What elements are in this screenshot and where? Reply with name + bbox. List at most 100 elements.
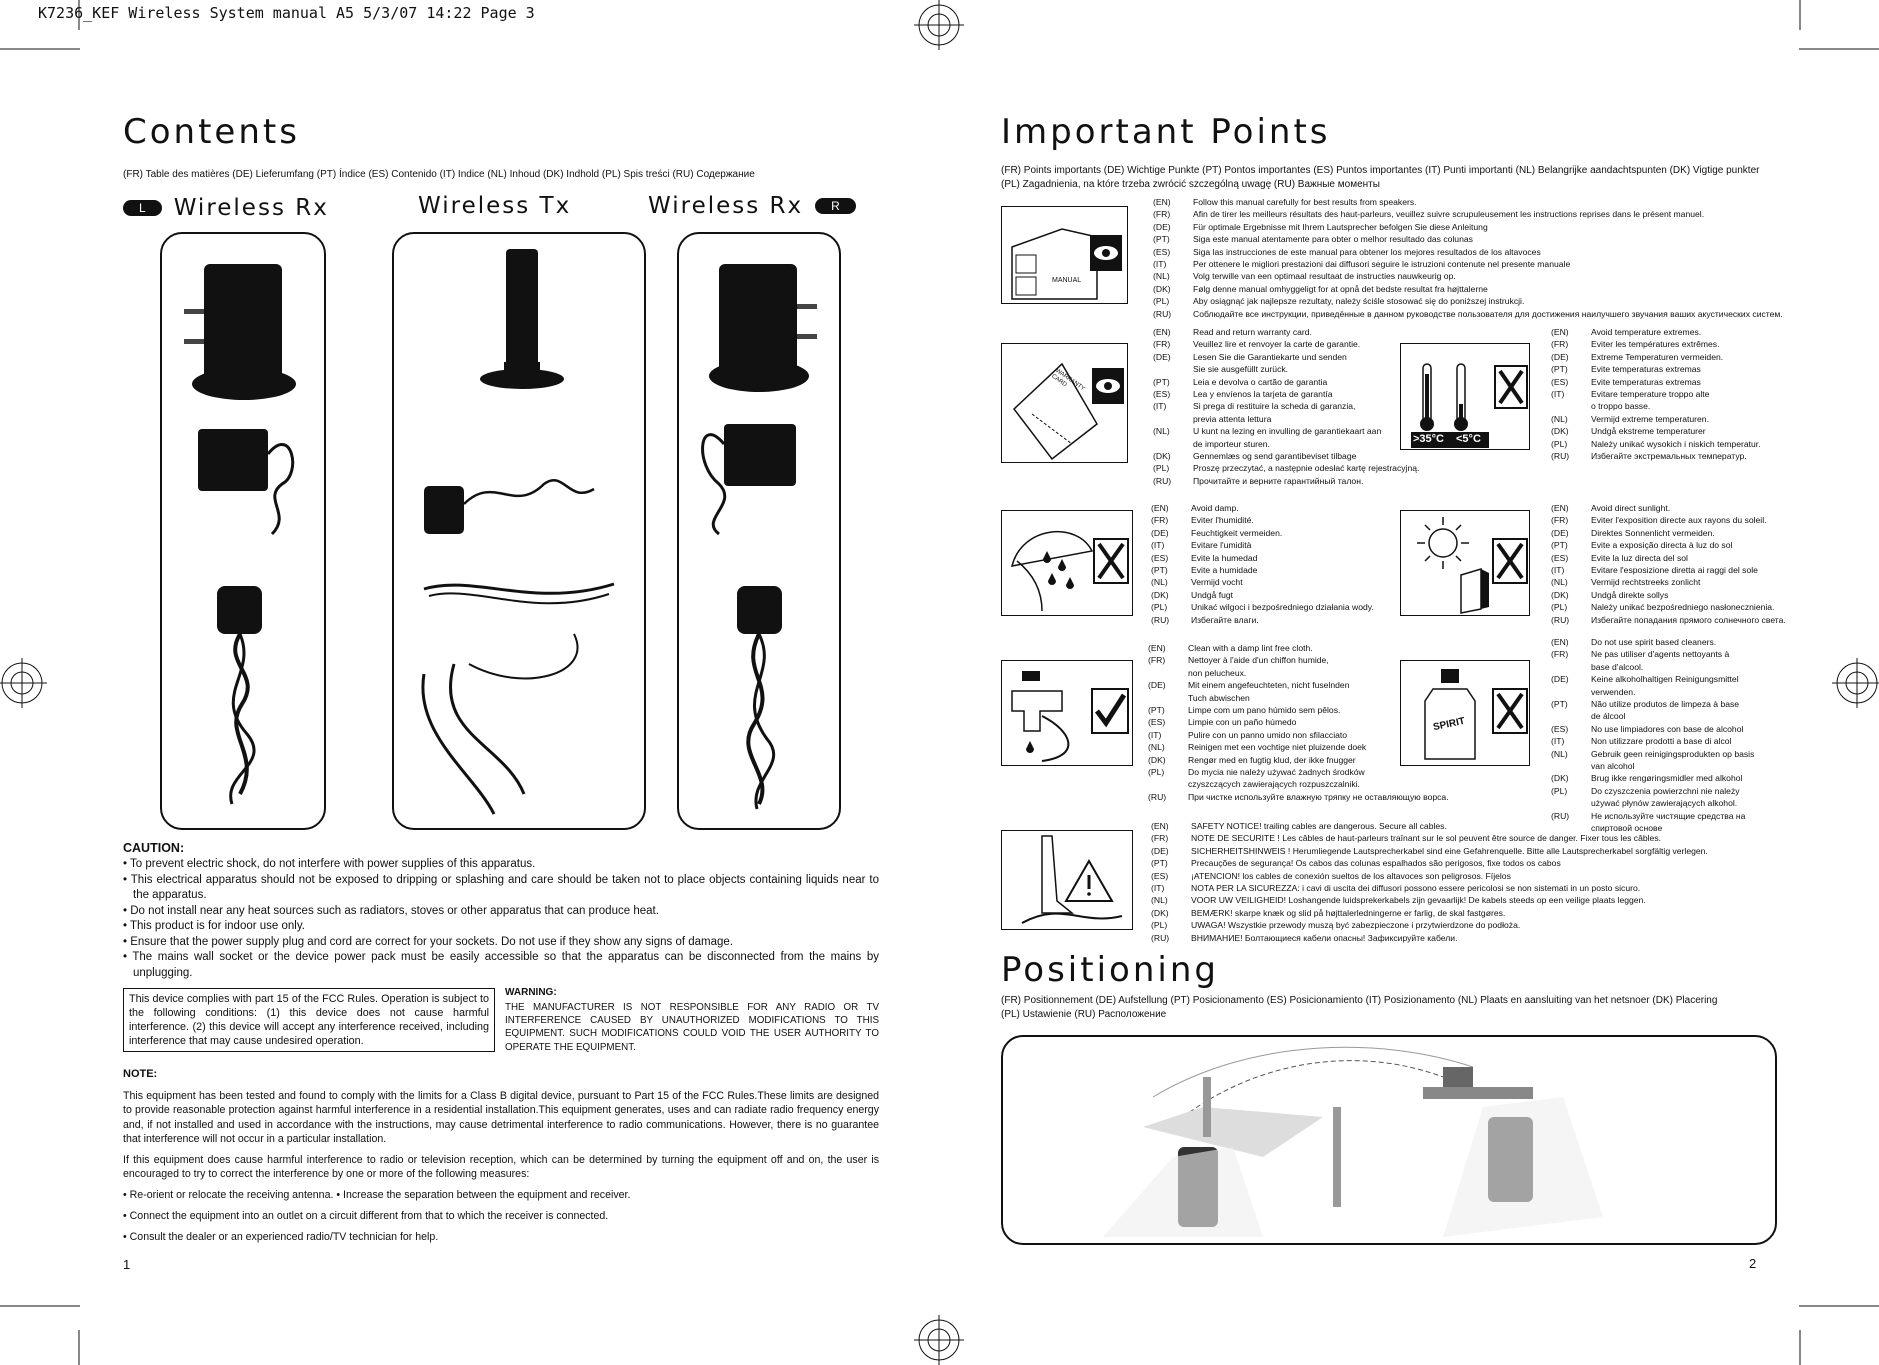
instruction-text: Lea y envíenos la tarjeta de garantía: [1193, 389, 1333, 400]
language-row: (RU)Избегайте экстремальных температур.: [1551, 450, 1761, 462]
power-pack: [198, 429, 268, 491]
language-code: (DK): [1148, 754, 1166, 765]
warning-title: WARNING:: [505, 987, 557, 998]
language-code: (ES): [1151, 870, 1169, 881]
language-code: (FR): [1151, 515, 1169, 526]
language-row: (DK) Rengør med en fugtig klud, der ikke …: [1148, 754, 1449, 766]
rx-left-items-illustration: [184, 264, 296, 805]
language-code: (EN): [1153, 197, 1171, 207]
positioning-title: Positioning: [1001, 950, 1219, 990]
instruction-text: Evite temperaturas extremas: [1591, 364, 1701, 375]
language-code: (DE): [1551, 351, 1569, 362]
language-code: (DK): [1551, 589, 1569, 600]
trailing-cable-warning-icon: [1001, 830, 1133, 930]
language-row: (RU)Не используйте чистящие средства на: [1551, 810, 1754, 822]
instruction-text: Evitare l'umidità: [1191, 540, 1252, 551]
language-code: (IT): [1153, 401, 1167, 412]
instruction-text: Avoid temperature extremes.: [1591, 327, 1702, 337]
caution-item: • To prevent electric shock, do not inte…: [123, 858, 536, 870]
language-code: (EN): [1151, 821, 1169, 831]
language-code: (ES): [1153, 389, 1171, 400]
language-row: (EN)SAFETY NOTICE! trailing cables are d…: [1151, 820, 1708, 832]
language-code: (FR): [1153, 339, 1171, 350]
language-code: (NL): [1551, 413, 1568, 424]
language-code: (RU): [1151, 614, 1170, 625]
language-row: (PT)Evite a exposição directa à luz do s…: [1551, 539, 1786, 551]
temp-cold-label: <5°C: [1456, 433, 1481, 445]
instruction-text: ¡ATENCION! los cables de conexión suelto…: [1191, 870, 1511, 881]
language-code: (PT): [1151, 858, 1168, 869]
language-code: (DK): [1151, 907, 1169, 918]
language-row: (NL)Vermijd rechtstreeks zonlicht: [1551, 576, 1786, 588]
instruction-text: Evite la humedad: [1191, 552, 1258, 563]
language-code: (ES): [1151, 552, 1169, 563]
language-row: (FR)Afin de tirer les meilleurs résultat…: [1153, 208, 1783, 220]
language-code: (NL): [1151, 895, 1168, 906]
tx-items-illustration: [421, 249, 615, 815]
instruction-text: Do mycia nie należy używać żadnych środk…: [1188, 767, 1365, 778]
instruction-text: Evitare l'esposizione diretta ai raggi d…: [1591, 565, 1758, 576]
language-row: (ES) Evite la humedad: [1151, 552, 1374, 564]
instruction-text: Rengør med en fugtig klud, der ikke fnug…: [1188, 754, 1356, 765]
language-code: (PT): [1151, 565, 1168, 576]
instruction-text-continued: verwenden.: [1591, 686, 1636, 697]
instruction-text: Do czyszczenia powierzchni nie należy: [1591, 785, 1740, 796]
language-row: (IT)Evitare temperature troppo alte: [1551, 388, 1761, 400]
tv: [1443, 1067, 1473, 1087]
language-code: (DE): [1151, 527, 1169, 538]
language-row: (PL)Należy unikać bezpośredniego nasłone…: [1551, 601, 1786, 613]
receiver-unit: [204, 264, 282, 384]
language-row: (EN)Avoid damp.: [1151, 502, 1374, 514]
language-row: (RU)Соблюдайте все инструкции, приведённ…: [1153, 308, 1783, 320]
language-row: (FR)Eviter l'exposition directe aux rayo…: [1551, 514, 1786, 526]
umbrella-rain-icon: [1001, 510, 1133, 616]
warning-text: THE MANUFACTURER IS NOT RESPONSIBLE FOR …: [505, 1002, 879, 1053]
instruction-text: Eviter les températures extrêmes.: [1591, 339, 1720, 350]
instruction-text: Pulire con un panno umido non sfilacciat…: [1188, 729, 1348, 740]
instruction-text: Reinigen met een vochtige niet pluizende…: [1188, 742, 1367, 753]
language-code: (EN): [1153, 327, 1171, 337]
language-code: (NL): [1153, 271, 1170, 282]
language-code: (DE): [1148, 680, 1166, 691]
rx-right-contents-box: [677, 232, 841, 830]
language-code: (PT): [1551, 699, 1568, 710]
instruction-text: Limpe com um pano húmido sem pêlos.: [1188, 705, 1341, 716]
language-code: (RU): [1151, 932, 1170, 943]
left-badge: L: [123, 200, 162, 216]
instruction-text: Für optimale Ergebnisse mit Ihrem Lautsp…: [1193, 221, 1488, 232]
language-code: (RU): [1551, 810, 1570, 821]
instruction-text: ВНИМАНИЕ! Болтающиеся кабели опасны! Заф…: [1191, 932, 1458, 943]
right-badge: R: [815, 198, 856, 214]
language-row: (DK)Undgå fugt: [1151, 589, 1374, 601]
language-row: (PL)Proszę przeczytać, a następnie odesł…: [1153, 462, 1419, 474]
instruction-text: Følg denne manual omhyggeligt for at opn…: [1193, 283, 1488, 294]
mains-plug: [217, 586, 262, 634]
instruction-text-continued: previa attenta lettura: [1193, 413, 1272, 424]
language-code: (FR): [1551, 515, 1569, 526]
instruction-text: Direktes Sonnenlicht vermeiden.: [1591, 527, 1715, 538]
language-row: (FR)NOTE DE SECURITE ! Les câbles de hau…: [1151, 832, 1708, 844]
instruction-text-continued: Sie sie ausgefüllt zurück.: [1193, 364, 1289, 375]
language-row: (DE)Direktes Sonnenlicht vermeiden.: [1551, 527, 1786, 539]
language-code: (PT): [1153, 234, 1170, 245]
important-points-subtitle-1: (FR) Points importants (DE) Wichtige Pun…: [1001, 165, 1760, 176]
instruction-text-continued: de álcool: [1591, 711, 1626, 722]
language-code: (RU): [1153, 475, 1172, 486]
language-row: (FR)Eviter les températures extrêmes.: [1551, 338, 1761, 350]
instruction-text: Limpie con un paño húmedo: [1188, 717, 1297, 728]
language-code: (PL): [1151, 920, 1168, 931]
language-code: (ES): [1153, 246, 1171, 257]
language-row: (DK)Brug ikke rengøringsmidler med alkoh…: [1551, 772, 1754, 784]
instruction-text: Соблюдайте все инструкции, приведённые в…: [1193, 308, 1783, 319]
language-code: (IT): [1551, 736, 1565, 747]
language-row: (PL)UWAGA! Wszystkie przewody muszą być …: [1151, 919, 1708, 931]
language-row: (DE)Mit einem angefeuchteten, nicht fuse…: [1148, 679, 1449, 691]
language-code: (IT): [1151, 883, 1165, 894]
language-code: (NL): [1148, 742, 1165, 753]
language-row: (DE)SICHERHEITSHINWEIS ! Herumliegende L…: [1151, 845, 1708, 857]
instruction-text: Brug ikke rengøringsmidler med alkohol: [1591, 773, 1743, 784]
language-code: (ES): [1551, 552, 1569, 563]
instruction-text-continued: de importeur sturen.: [1193, 438, 1270, 449]
language-row: (PT)Precauções de segurança! Os cabos da…: [1151, 857, 1708, 869]
instruction-text: Keine alkoholhaltigen Reinigungsmittel: [1591, 674, 1739, 685]
